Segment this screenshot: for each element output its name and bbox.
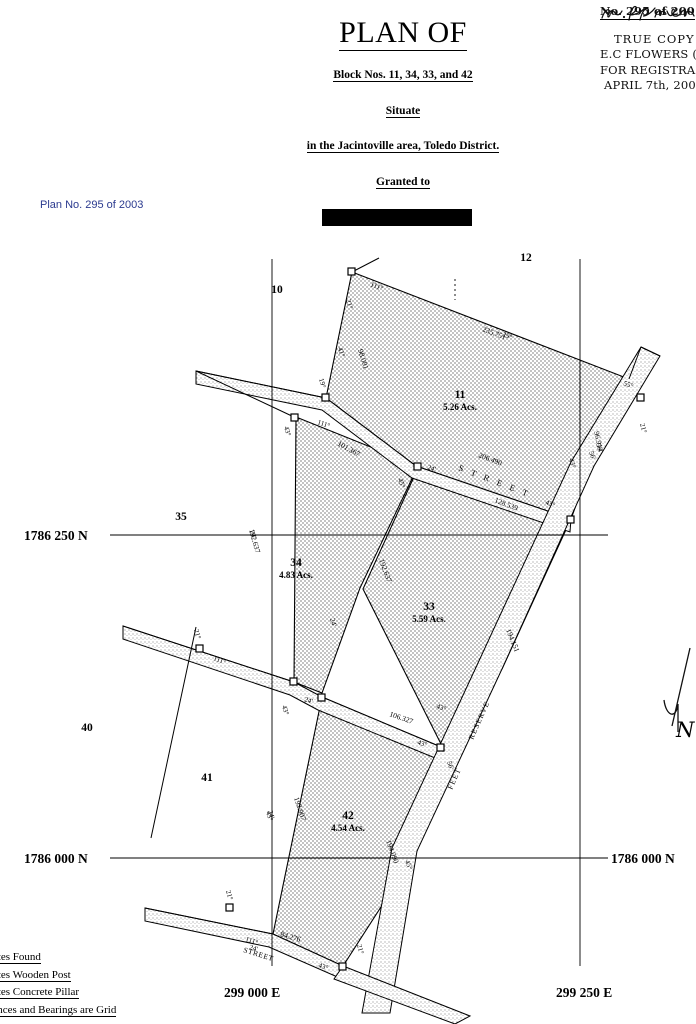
stamp-true-copy: TRUE COPY <box>614 32 695 47</box>
adjoining-boundaries <box>122 257 661 935</box>
brg-111-c: 111° <box>212 654 227 666</box>
street-width-c: 24' <box>303 695 313 705</box>
street-width-f: 24' <box>328 617 338 627</box>
brg-111-d: 111° <box>244 935 259 946</box>
brg-21-e: 21° <box>355 943 365 955</box>
legend-item-found: Denotes Found <box>0 949 174 967</box>
parcel-label-10: 10 <box>271 284 283 296</box>
grid-label-easting-299000: 299 000 E <box>224 985 281 1000</box>
legend: Denotes Found Denotes Wooden Post Denote… <box>0 949 174 1020</box>
parcel-label-34: 34 <box>290 557 302 569</box>
block-numbers: Block Nos. 11, 34, 33, and 42 <box>333 69 473 82</box>
monument-marker <box>636 393 645 402</box>
grid-lines <box>110 259 608 966</box>
stamp-signatory: E.C FLOWERS (MRS.) <box>600 47 696 62</box>
parcel-shapes <box>272 271 630 967</box>
brg-21-d: 21° <box>638 422 648 434</box>
granted-to-label: Granted to <box>376 176 430 189</box>
monument-marker <box>413 462 422 471</box>
parcel-label-11: 11 <box>454 389 466 401</box>
signature-icon <box>601 5 695 21</box>
monument-marker <box>436 743 445 752</box>
monument-marker <box>338 962 347 971</box>
street-corridor-crossing <box>333 965 472 1024</box>
monument-marker <box>290 413 299 422</box>
brg-43-a: 43° <box>544 498 556 509</box>
brg-56: 56' <box>594 442 604 452</box>
street-width-e: 24' <box>248 943 258 953</box>
brg-55: 55° <box>622 379 634 390</box>
parcel-label-12: 12 <box>520 252 532 264</box>
brg-43-c: 43° <box>280 704 291 716</box>
monument-marker <box>317 693 326 702</box>
north-arrow-label: N <box>676 718 695 742</box>
stamp-office: FOR REGISTRAR OF LANDS <box>600 62 696 77</box>
brg-45-b: 45° <box>264 810 275 822</box>
brg-19: 19° <box>317 377 327 389</box>
grid-label-northing-1786000-left: 1786 000 N <box>24 851 88 866</box>
legend-item-concrete-pillar: Denotes Concrete Pillar <box>0 984 174 1002</box>
parcel-label-41: 41 <box>201 772 213 784</box>
registry-stamp: No. 295 of 200 TRUE COPY E.C FLOWERS (MR… <box>600 4 696 93</box>
brg-43-e: 43° <box>317 961 329 972</box>
parcel-label-42: 42 <box>342 810 354 822</box>
stamp-date: APRIL 7th, 2003 <box>604 77 696 92</box>
parcel-label-40: 40 <box>81 722 93 734</box>
north-arrow-icon <box>663 647 691 732</box>
plan-number-stamp: Plan No. 295 of 2003 <box>40 199 144 211</box>
brg-41: 41° <box>336 346 347 358</box>
brg-29: 29° <box>501 330 513 341</box>
parcel-area-42: 4.54 Acs. <box>331 823 365 833</box>
street-width-a: 24' <box>426 463 436 473</box>
brg-21-b: 21° <box>192 628 203 640</box>
grid-label-northing-1786000-right: 1786 000 N <box>611 851 675 866</box>
monument-marker <box>321 393 330 402</box>
brg-111-b: 111° <box>316 418 331 430</box>
street-corridor-main <box>195 370 572 533</box>
monument-marker <box>289 677 298 686</box>
parcel-area-34: 4.83 Acs. <box>279 570 313 580</box>
reserve-corridor <box>361 346 661 1014</box>
street-width-d: 24' <box>266 809 276 819</box>
stamp-number: No. 295 of 200 <box>600 4 695 21</box>
legend-item-grid-note: Distances and Bearings are Grid <box>0 1002 174 1020</box>
legend-item-wooden-post: Denotes Wooden Post <box>0 967 174 985</box>
monument-marker <box>195 644 204 653</box>
parcel-area-33: 5.59 Acs. <box>412 614 446 624</box>
brg-43-f: 43° <box>567 457 577 469</box>
brg-21-c: 21° <box>224 889 235 901</box>
bearing-labels: 111° 111° 111° 111° 21° 21° 21° 21° 21° … <box>192 280 648 972</box>
monument-marker <box>566 515 575 524</box>
location-line: in the Jacintoville area, Toledo Distric… <box>306 140 500 153</box>
street-width-b: 24' <box>248 529 258 539</box>
parcel-label-33: 33 <box>423 601 435 613</box>
road-corridors <box>122 346 661 1024</box>
survey-monuments <box>195 267 645 971</box>
brg-43-b: 43° <box>282 425 293 437</box>
parcel-area-11: 5.26 Acs. <box>443 402 477 412</box>
grid-label-easting-299250: 299 250 E <box>556 985 613 1000</box>
reserve-width-upper: 56' <box>587 450 597 460</box>
street-bottom-left: STREET <box>242 945 274 963</box>
brg-45-a: 45° <box>396 477 407 489</box>
grantee-redaction-bar <box>322 209 472 226</box>
brg-21-a: 21° <box>344 298 354 310</box>
dist-106-327: 106.327 <box>388 709 414 726</box>
page-title: PLAN OF <box>339 16 467 51</box>
brg-45-c: 45° <box>403 859 414 871</box>
brg-43-d: 43° <box>416 738 428 749</box>
monument-marker <box>347 267 356 276</box>
situate-label: Situate <box>385 105 421 118</box>
brg-43-g: 43° <box>435 702 447 713</box>
grid-label-northing-1786250: 1786 250 N <box>24 528 88 543</box>
parcel-label-35: 35 <box>175 511 187 523</box>
monument-marker <box>225 903 234 912</box>
reserve-width-lower: 56' <box>445 760 455 770</box>
